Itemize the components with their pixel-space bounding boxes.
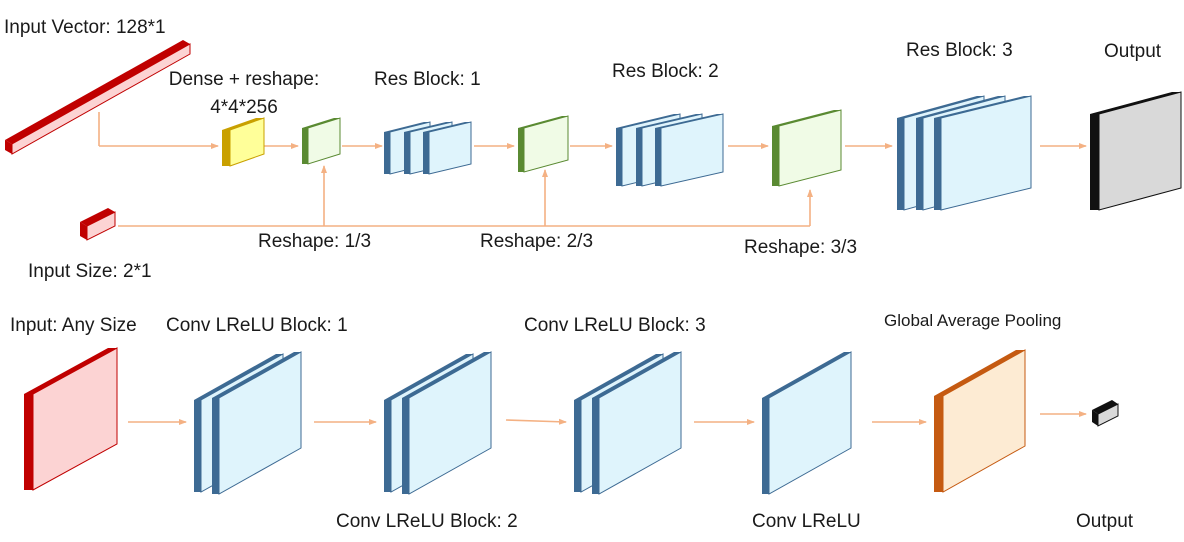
reshape-2-label: Reshape: 2/3	[480, 231, 594, 252]
reshape-3-label: Reshape: 3/3	[744, 237, 858, 258]
generator-output-block	[1090, 91, 1182, 211]
input-vector-label: Input Vector: 128*1	[4, 17, 166, 38]
res-block-2-layer-3	[655, 113, 724, 187]
conv-block-1-label: Conv LReLU Block: 1	[166, 315, 348, 336]
layer-blocks	[5, 40, 1182, 495]
arrow-conv-2-to-conv-3	[505, 418, 567, 425]
discriminator-input-block	[24, 347, 118, 491]
conv-block-3-layer-2	[592, 351, 682, 495]
discriminator-input-label: Input: Any Size	[10, 315, 137, 336]
discriminator-output-label: Output	[1076, 511, 1134, 532]
conv-lrelu-label: Conv LReLU	[752, 511, 861, 532]
res-block-1-label: Res Block: 1	[374, 69, 481, 90]
conv-block-2-label: Conv LReLU Block: 2	[336, 511, 518, 532]
generator-output-label: Output	[1104, 41, 1162, 62]
reshape-1-label: Reshape: 1/3	[258, 231, 372, 252]
res-block-2-label: Res Block: 2	[612, 61, 719, 82]
green-block-3	[772, 109, 842, 187]
conv-block-2-layer-2	[402, 351, 492, 495]
conv-lrelu-block	[762, 351, 852, 495]
input-size-label: Input Size: 2*1	[28, 261, 152, 282]
global-average-pooling-label: Global Average Pooling	[884, 311, 1062, 330]
res-block-3-label: Res Block: 3	[906, 40, 1013, 61]
discriminator-output-block	[1092, 400, 1119, 427]
res-block-3-layer-3	[934, 95, 1032, 211]
input-size-block	[80, 208, 116, 241]
green-block-1	[302, 117, 341, 165]
dense-reshape-label-line1: Dense + reshape:	[168, 69, 320, 90]
global-average-pooling-block	[934, 349, 1026, 493]
connector-arrows	[98, 112, 1087, 425]
dense-reshape-block	[222, 117, 265, 167]
input-vector-bar	[5, 40, 191, 155]
green-block-2	[518, 115, 569, 173]
conv-block-1-layer-2	[212, 351, 302, 495]
res-block-1-layer-3	[423, 121, 472, 175]
dense-reshape-label-line2: 4*4*256	[210, 97, 278, 118]
conv-block-3-label: Conv LReLU Block: 3	[524, 315, 706, 336]
